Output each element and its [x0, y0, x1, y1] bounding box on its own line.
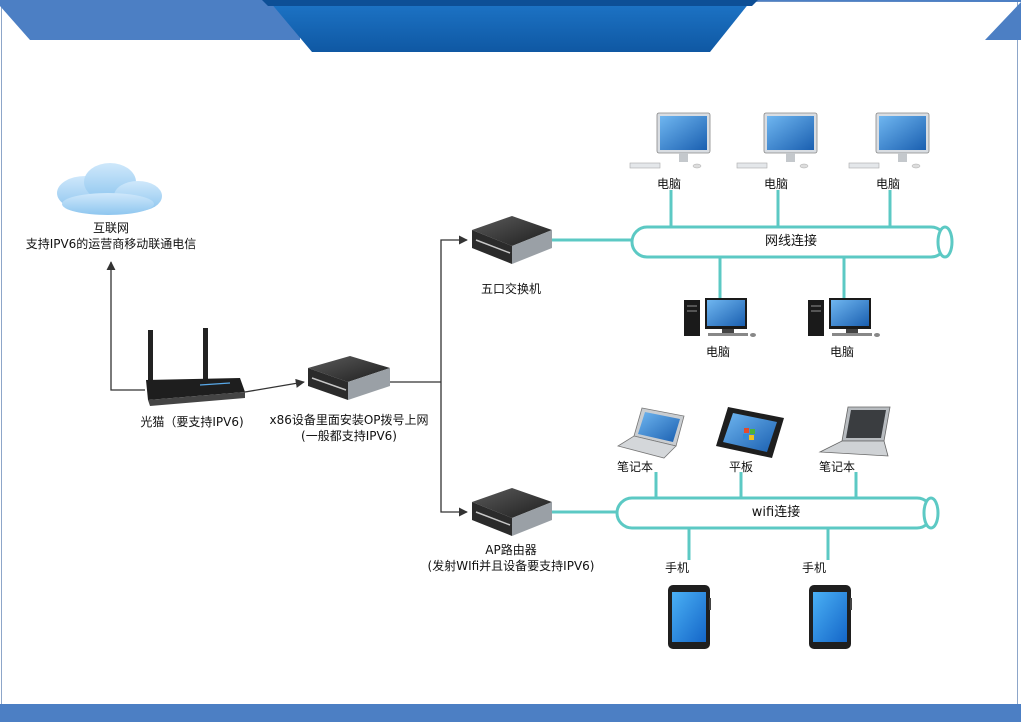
- switch-device-icon: [472, 216, 552, 264]
- desktop-pc-icon-2: [808, 298, 880, 337]
- imac-icon-3: [848, 112, 930, 169]
- top-banner: [0, 0, 1021, 52]
- desktop-pc-icon-1: [684, 298, 756, 337]
- tablet-icon: [716, 407, 784, 458]
- phone-label-2: 手机: [801, 561, 827, 575]
- wifi-bus-label: wifi连接: [751, 505, 801, 520]
- imac-label-2: 电脑: [763, 177, 789, 191]
- laptop-icon-2: [818, 406, 891, 457]
- imac-label-1: 电脑: [656, 177, 682, 191]
- wired-bus-label: 网线连接: [764, 234, 818, 249]
- x86-label-line1: x86设备里面安装OP拨号上网: [269, 413, 429, 427]
- phone-icon-1: [668, 585, 711, 649]
- laptop-label-2: 笔记本: [818, 460, 856, 474]
- wired-bus-pipe: [630, 225, 954, 259]
- imac-icon-1: [629, 112, 711, 169]
- switch-label: 五口交换机: [480, 282, 542, 296]
- ap-label-line2: (发射WIfi并且设备要支持IPV6): [427, 559, 595, 573]
- laptop-label-1: 笔记本: [616, 460, 654, 474]
- phone-icon-2: [809, 585, 852, 649]
- phone-label-1: 手机: [664, 561, 690, 575]
- cloud-icon: [57, 163, 162, 215]
- x86-label-line2: (一般都支持IPV6): [301, 429, 397, 443]
- ap-label-line1: AP路由器: [485, 543, 537, 557]
- x86-device-icon: [308, 356, 390, 400]
- internet-title: 互联网: [92, 221, 130, 235]
- laptop-icon-1: [617, 407, 685, 459]
- bottom-banner: [0, 704, 1021, 722]
- internet-subtitle: 支持IPV6的运营商移动联通电信: [25, 237, 197, 251]
- connectors: [106, 235, 468, 517]
- wifi-bus-pipe: [615, 496, 940, 530]
- modem-router-icon: [146, 328, 245, 406]
- desktop-label-2: 电脑: [829, 345, 855, 359]
- network-links: [552, 190, 892, 560]
- imac-icon-2: [736, 112, 818, 169]
- desktop-label-1: 电脑: [705, 345, 731, 359]
- modem-label: 光猫（要支持IPV6): [140, 415, 244, 429]
- imac-label-3: 电脑: [875, 177, 901, 191]
- ap-router-icon: [472, 488, 552, 536]
- tablet-label: 平板: [728, 460, 754, 474]
